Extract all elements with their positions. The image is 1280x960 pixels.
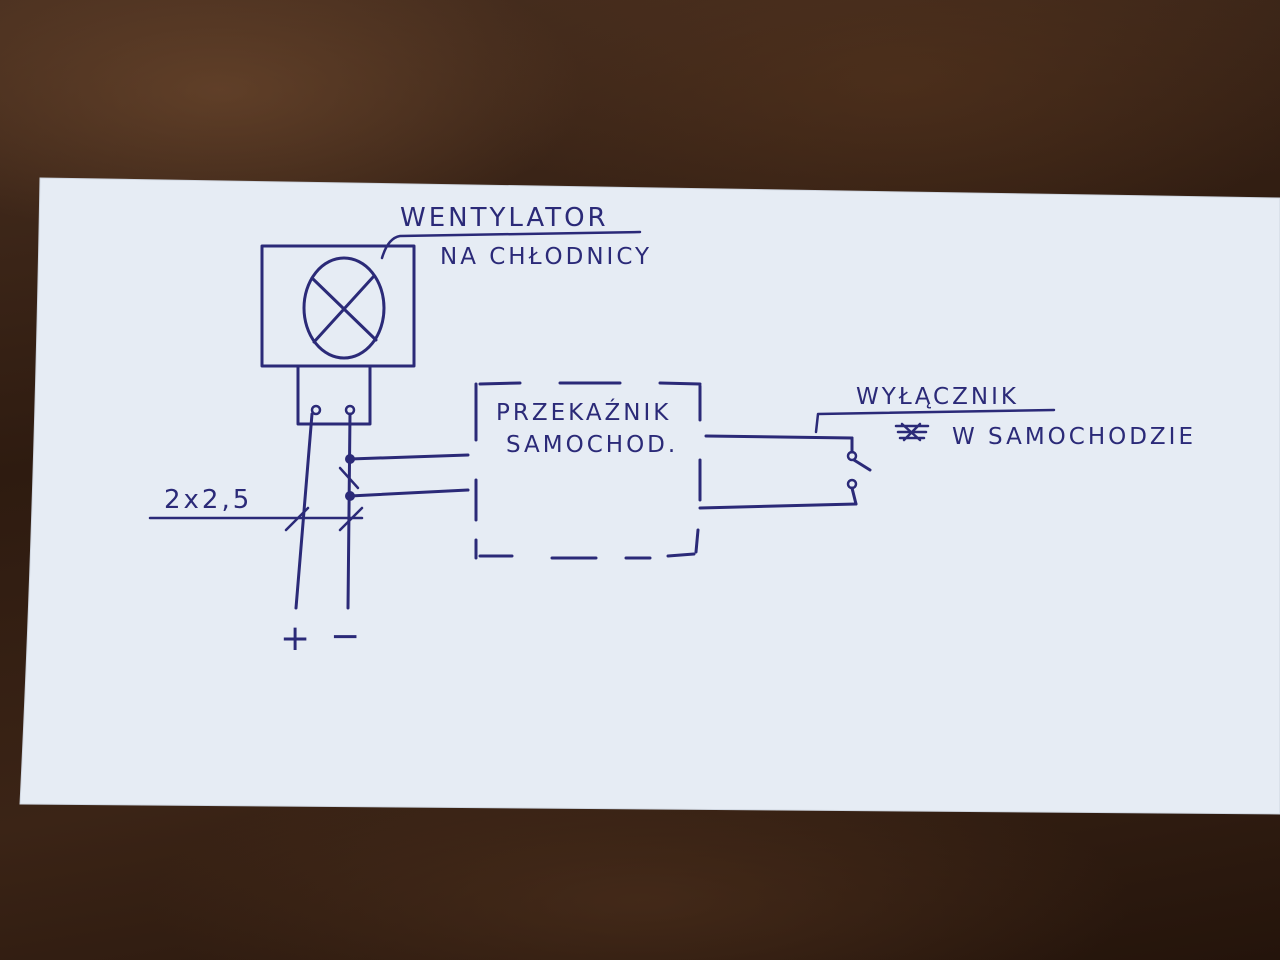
plus-terminal-label: + [280,618,313,659]
connector-pin [310,404,322,416]
minus-terminal-label: − [330,616,363,657]
fan-motor-circle [302,256,386,360]
cable-tick [338,506,364,532]
paper-sheet [19,177,1280,815]
fan-wires [148,412,470,610]
switch-label-line2: W SAMOCHODZIE [952,424,1196,450]
fan-connector [296,364,372,426]
switch-label-leader [814,408,1056,434]
wire-to-relay-top [348,453,470,461]
switch-wiring [698,408,1056,510]
switch-label-line1: WYŁĄCZNIK [856,384,1019,410]
fan-symbol [260,244,416,426]
wire-to-relay-bottom [348,488,470,498]
cable-tick [284,506,310,532]
fan-label-leader [380,230,642,260]
wire-cross-mark [338,466,360,490]
wire-relay-to-switch-top [704,434,854,440]
switch-lever [852,458,872,472]
wire-size-label: 2x2,5 [164,485,252,515]
fan-title-line2: NA CHŁODNICY [440,244,652,270]
scribble-mark [894,422,930,442]
wire-relay-to-switch-bottom [698,502,858,510]
fan-cross-line [312,274,376,344]
fan-title-line1: WENTYLATOR [400,203,609,233]
relay-box [474,381,702,560]
relay-label-line1: PRZEKAŹNIK [496,398,671,426]
wire-negative [346,412,352,610]
switch-contact [846,450,858,462]
relay-label-line2: SAMOCHOD. [506,432,678,458]
